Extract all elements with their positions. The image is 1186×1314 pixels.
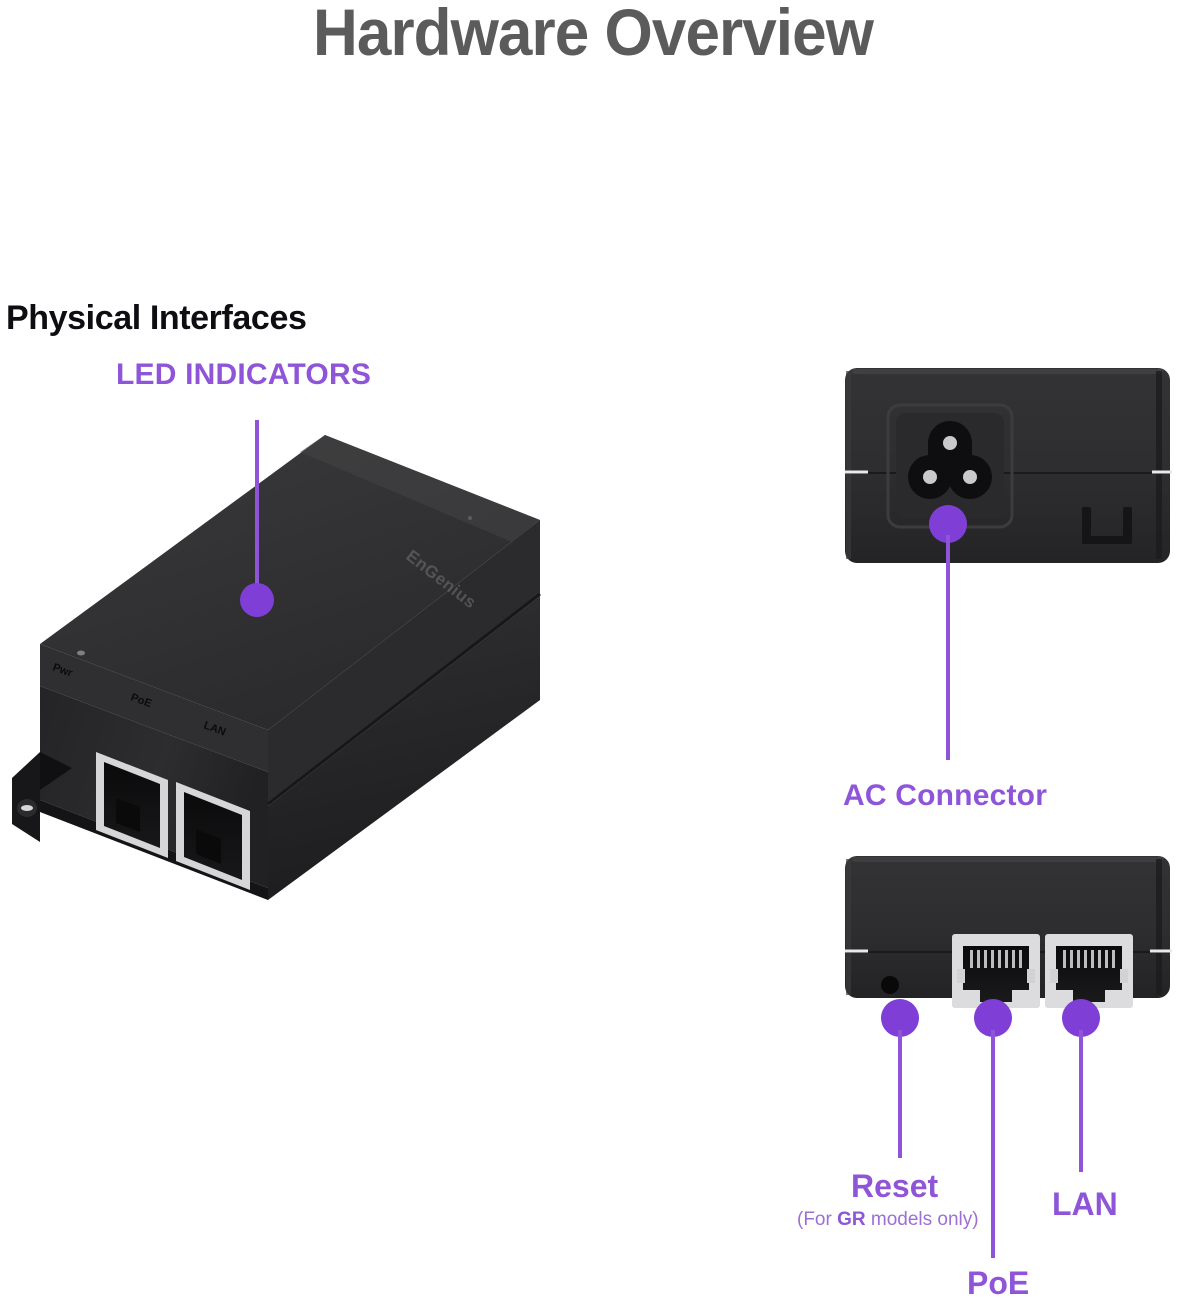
rj45-poe-latch-right bbox=[1027, 969, 1035, 983]
rj45-port-poe-main bbox=[96, 752, 168, 858]
page-title: Hardware Overview bbox=[313, 0, 874, 69]
callout-label-reset: Reset bbox=[851, 1168, 939, 1204]
rj45-port-poe bbox=[952, 934, 1040, 1008]
rj45-port-2-key bbox=[196, 829, 221, 864]
callout-label-poe: PoE bbox=[967, 1265, 1030, 1301]
callout-dot-poe bbox=[974, 999, 1012, 1037]
ac-clip-bottom bbox=[1082, 536, 1132, 544]
ac-connector-socket bbox=[908, 421, 992, 499]
callout-leader-led bbox=[240, 420, 274, 617]
rj45-port-group-main bbox=[96, 752, 250, 890]
reset-pinhole bbox=[881, 976, 899, 994]
device-side-upper bbox=[268, 520, 540, 806]
callout-note-reset-gr-models: (For GR models only) bbox=[797, 1208, 979, 1232]
reset-note-suffix: models only) bbox=[865, 1209, 979, 1230]
rj45-poe-contacts bbox=[970, 950, 1022, 968]
section-heading-physical-interfaces: Physical Interfaces bbox=[6, 299, 307, 337]
ac-pin-right bbox=[963, 470, 977, 484]
wall-mount-tab bbox=[12, 752, 72, 842]
callout-leader-poe bbox=[974, 999, 1012, 1258]
callout-dot-led bbox=[240, 583, 274, 617]
ac-clip-right bbox=[1123, 507, 1132, 543]
ac-view-left-edge bbox=[846, 371, 851, 559]
ports-view-left-edge bbox=[846, 859, 851, 995]
ports-view-right-edge bbox=[1156, 859, 1162, 995]
callout-label-ac-connector: AC Connector bbox=[843, 779, 1048, 812]
rj45-port-lan bbox=[1045, 934, 1133, 1008]
rj45-port-lan-main bbox=[176, 782, 250, 890]
callout-leader-lan bbox=[1062, 999, 1100, 1172]
ac-pin-top bbox=[943, 436, 957, 450]
callout-dot-ac-connector bbox=[929, 505, 967, 543]
rj45-port-1-key bbox=[116, 798, 140, 832]
device-shell-seam bbox=[267, 592, 541, 806]
callout-label-lan: LAN bbox=[1052, 1186, 1118, 1222]
device-front-bevel bbox=[40, 644, 268, 772]
ac-clip-left bbox=[1082, 507, 1091, 543]
mount-tab-gusset bbox=[40, 752, 72, 790]
callout-dot-lan bbox=[1062, 999, 1100, 1037]
rj45-lan-latch-left bbox=[1050, 969, 1058, 983]
illustration-poe-injector-isometric: EnGenius Pwr PoE LAN bbox=[12, 420, 541, 900]
callout-leader-ac bbox=[929, 505, 967, 760]
led-indicator-pinhole bbox=[77, 650, 85, 656]
mount-screw-slot bbox=[21, 805, 33, 811]
callout-label-led-indicators: LED INDICATORS bbox=[116, 358, 372, 391]
illustration-port-side bbox=[845, 856, 1172, 1258]
rj45-lan-latch-right bbox=[1120, 969, 1128, 983]
mount-tab-body bbox=[12, 752, 40, 842]
device-body-main bbox=[40, 435, 541, 900]
reset-note-bold: GR bbox=[837, 1209, 866, 1230]
ac-view-clip-detail bbox=[1082, 507, 1132, 544]
device-body-ports-view bbox=[845, 856, 1172, 1008]
device-top-face bbox=[40, 435, 540, 730]
ac-pin-left bbox=[923, 470, 937, 484]
engenius-trademark-dot bbox=[468, 516, 472, 520]
ac-view-right-edge bbox=[1156, 371, 1162, 559]
callout-dot-reset bbox=[881, 999, 919, 1037]
device-top-highlight bbox=[300, 435, 540, 542]
rj45-lan-contacts bbox=[1063, 950, 1115, 968]
callout-leader-reset bbox=[881, 999, 919, 1158]
device-side-lower bbox=[268, 596, 540, 900]
ac-view-housing bbox=[845, 368, 1170, 563]
reset-note-prefix: (For bbox=[797, 1209, 838, 1230]
illustration-ac-connector-side bbox=[845, 368, 1172, 760]
device-body-ac-view bbox=[845, 368, 1172, 563]
ports-view-top-lip bbox=[852, 857, 1163, 862]
rj45-poe-latch-left bbox=[957, 969, 965, 983]
ac-view-top-lip bbox=[852, 369, 1163, 374]
